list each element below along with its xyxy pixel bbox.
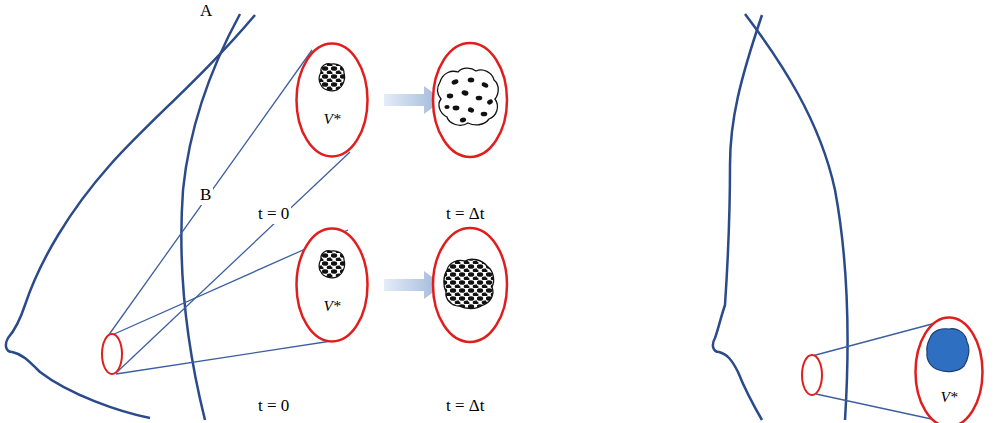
tumor xyxy=(319,64,345,91)
magnified-region xyxy=(433,228,507,342)
magnified-region: V* xyxy=(295,42,369,158)
magnified-region xyxy=(433,43,507,157)
leader-line xyxy=(108,50,936,420)
time-label: t = 0 xyxy=(256,396,291,416)
region-marker xyxy=(102,334,122,374)
magnified-region: V* xyxy=(295,227,369,343)
tumor xyxy=(319,251,345,278)
volume-label: V* xyxy=(295,110,369,128)
region-outline xyxy=(295,42,369,158)
diffuse-tumor xyxy=(438,68,499,125)
tumor xyxy=(927,329,969,372)
breast-outline xyxy=(713,14,848,420)
region-outline xyxy=(914,316,984,423)
region-marker xyxy=(802,355,822,395)
volume-label: V* xyxy=(914,388,984,406)
panel-letter: A xyxy=(198,1,214,21)
time-label: t = Δt xyxy=(444,204,486,224)
time-label: t = 0 xyxy=(256,204,291,224)
compact-tumor xyxy=(444,259,494,308)
volume-label: V* xyxy=(295,297,369,315)
region-outline xyxy=(295,227,369,343)
magnified-region: V* xyxy=(914,316,984,423)
panel-letter: B xyxy=(198,185,213,205)
time-label: t = Δt xyxy=(444,396,486,416)
